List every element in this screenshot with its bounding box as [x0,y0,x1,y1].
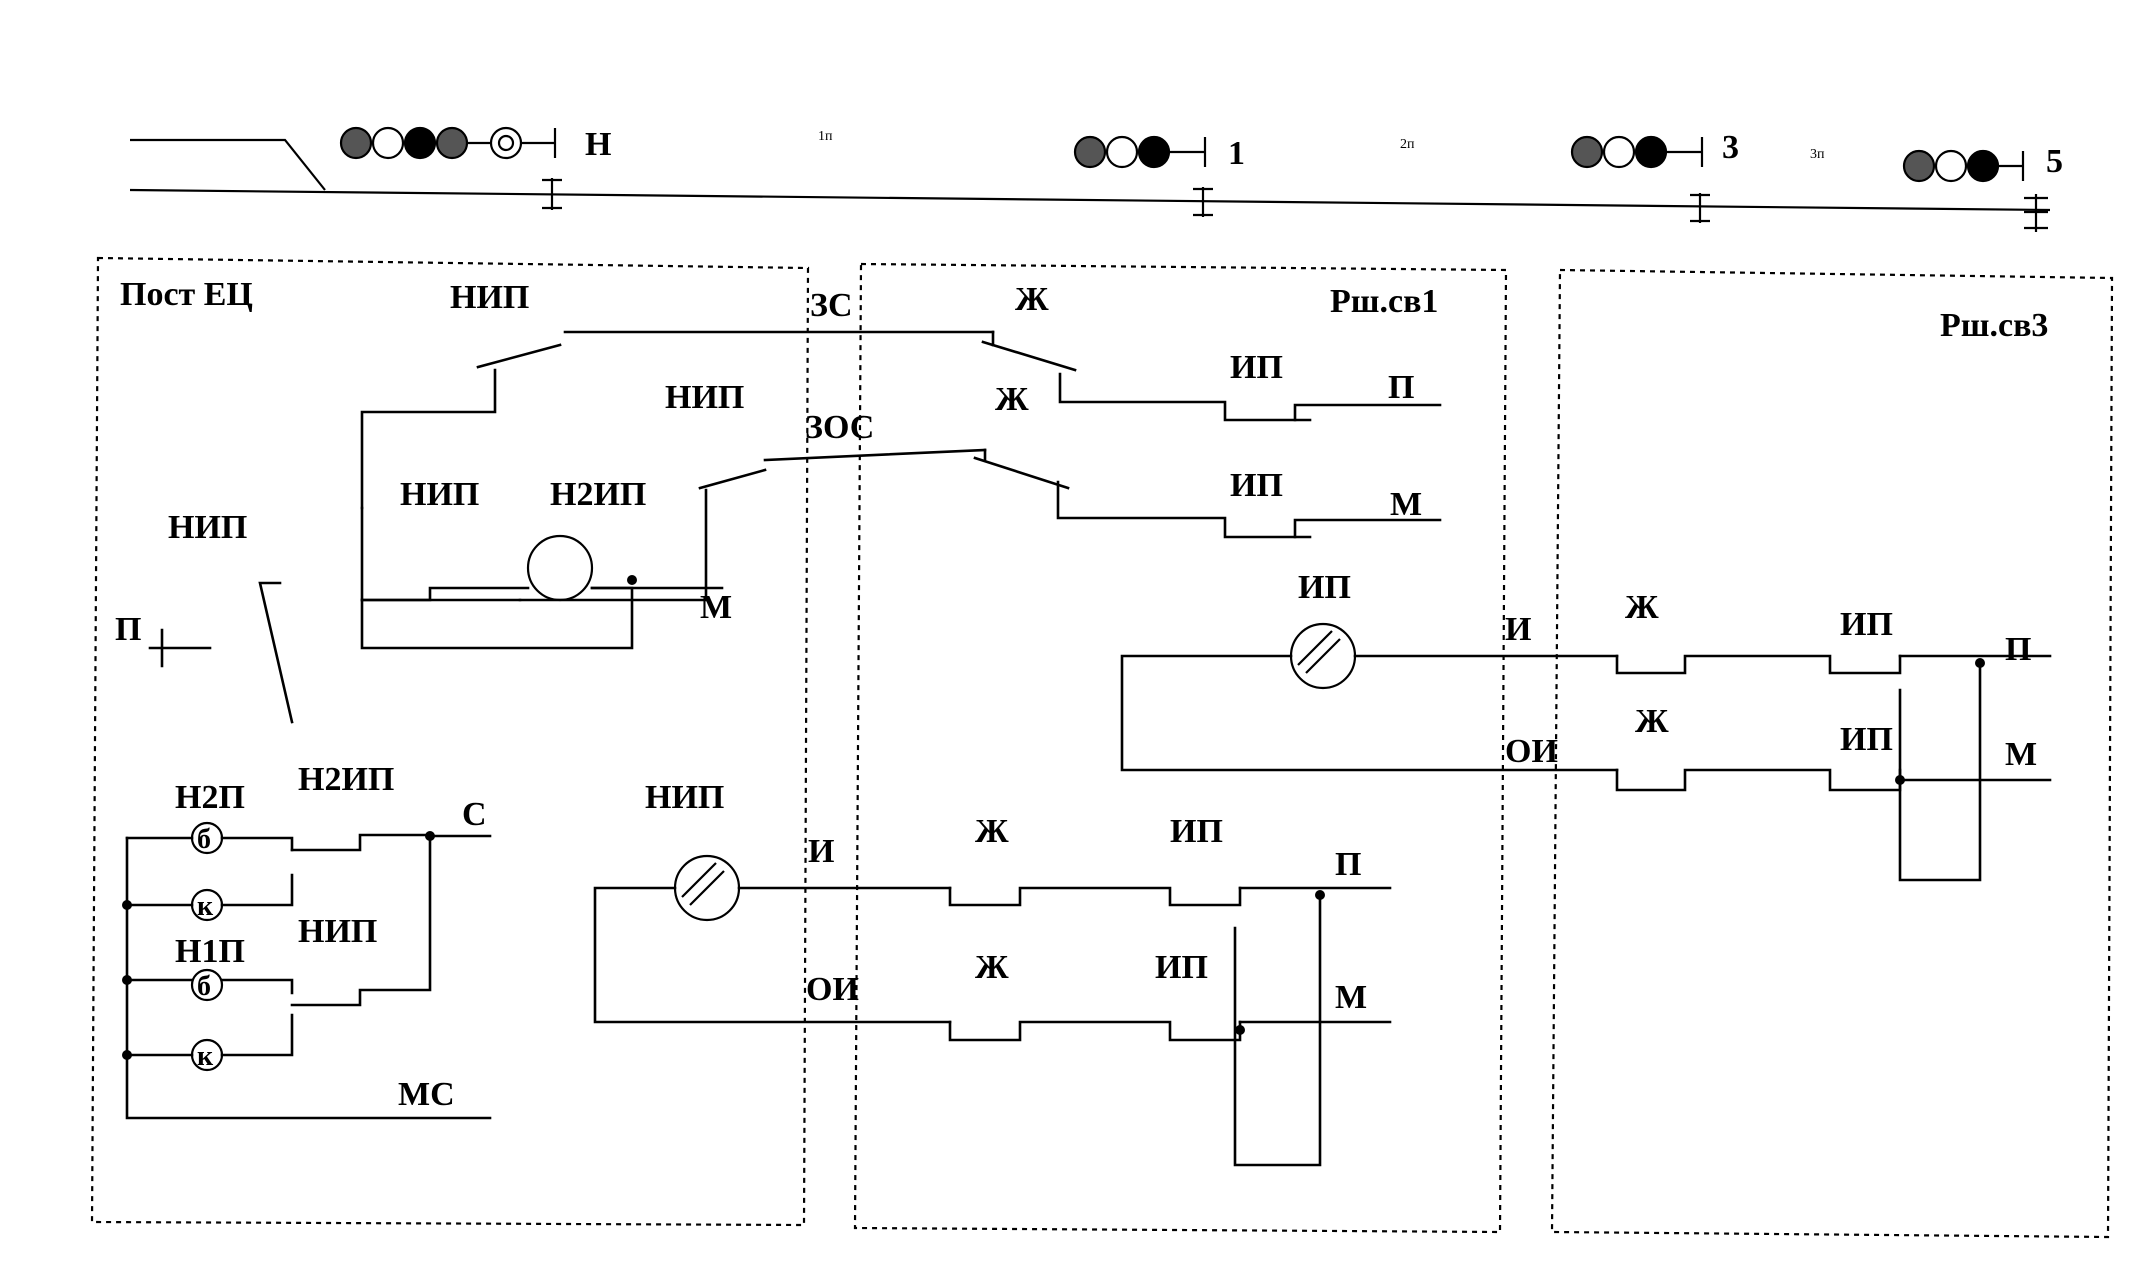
label-n2ip: Н2ИП [550,476,646,513]
lamp-label: к [197,891,214,922]
label-n1p: Н1П [175,933,245,970]
label-nip: НИП [400,476,479,513]
signal-n: Н [339,126,611,163]
label-m: М [1390,486,1422,523]
box-rsh1 [853,262,1508,1234]
label-ip: ИП [1840,721,1893,758]
label-p: П [1388,369,1414,406]
label-n2p: Н2П [175,779,245,816]
signal-1: 1 [1073,135,1245,172]
label-m: М [1335,979,1367,1016]
main-track [129,188,2051,212]
signal-label: 3 [1722,129,1739,166]
label-p: П [2005,631,2031,668]
label-ms: МС [398,1076,455,1113]
label-p: П [115,611,141,648]
box-post [90,256,810,1227]
label-s: С [462,796,487,833]
control-circuit [148,330,1442,724]
box-title-rsh1: Рш.св1 [1330,283,1438,320]
label-ip: ИП [1230,467,1283,504]
label-zh: Ж [975,949,1009,986]
signal-3: 3 [1570,129,1739,169]
label-p: П [1335,846,1361,883]
label-ip: ИП [1230,349,1283,386]
lamp-label: б [197,971,211,1002]
label-ip: ИП [1840,606,1893,643]
turnout-line [130,138,326,191]
label-nip: НИП [168,509,247,546]
insulating-joint [542,178,562,210]
section-label: 2п [1400,137,1415,152]
signal-label: 5 [2046,143,2063,180]
label-zs: ЗС [810,287,853,324]
signal-label: Н [585,126,611,163]
lamp-label: б [197,824,211,855]
relay-n2ip [526,534,594,602]
label-nip: НИП [450,279,529,316]
box-title-rsh3: Рш.св3 [1940,307,2048,344]
insulating-joint [2024,194,2048,232]
label-ip: ИП [1170,813,1223,850]
track-plan: Н 1 3 5 1п 2п 3п [129,126,2063,232]
label-n2ip: Н2ИП [298,761,394,798]
label-nip: НИП [665,379,744,416]
label-ip: ИП [1298,569,1351,606]
box-rsh3 [1550,268,2114,1239]
label-oi: ОИ [806,971,859,1008]
label-m: М [2005,736,2037,773]
section-label: 3п [1810,147,1825,162]
label-zh: Ж [1625,589,1659,626]
label-m: М [700,589,732,626]
signal-label: 1 [1228,135,1245,172]
label-oi: ОИ [1505,733,1558,770]
label-ip: ИП [1155,949,1208,986]
insulating-joint [1193,187,1213,217]
label-nip: НИП [298,913,377,950]
ip-circuit [1120,622,2052,882]
label-zh: Ж [1015,281,1049,318]
lamp-label: к [197,1041,214,1072]
signal-5: 5 [1902,143,2063,183]
label-zh: Ж [1635,703,1669,740]
insulating-joint [1690,193,1710,223]
box-title-post: Пост ЕЦ [120,276,253,313]
section-label: 1п [818,129,833,144]
nip-circuit [593,854,1392,1167]
post-lower-circuit: б к б к [122,821,492,1120]
label-i: И [808,833,834,870]
label-i: И [1505,611,1531,648]
label-zh: Ж [975,813,1009,850]
label-zos: ЗОС [805,409,874,446]
label-nip: НИП [645,779,724,816]
label-zh: Ж [995,381,1029,418]
